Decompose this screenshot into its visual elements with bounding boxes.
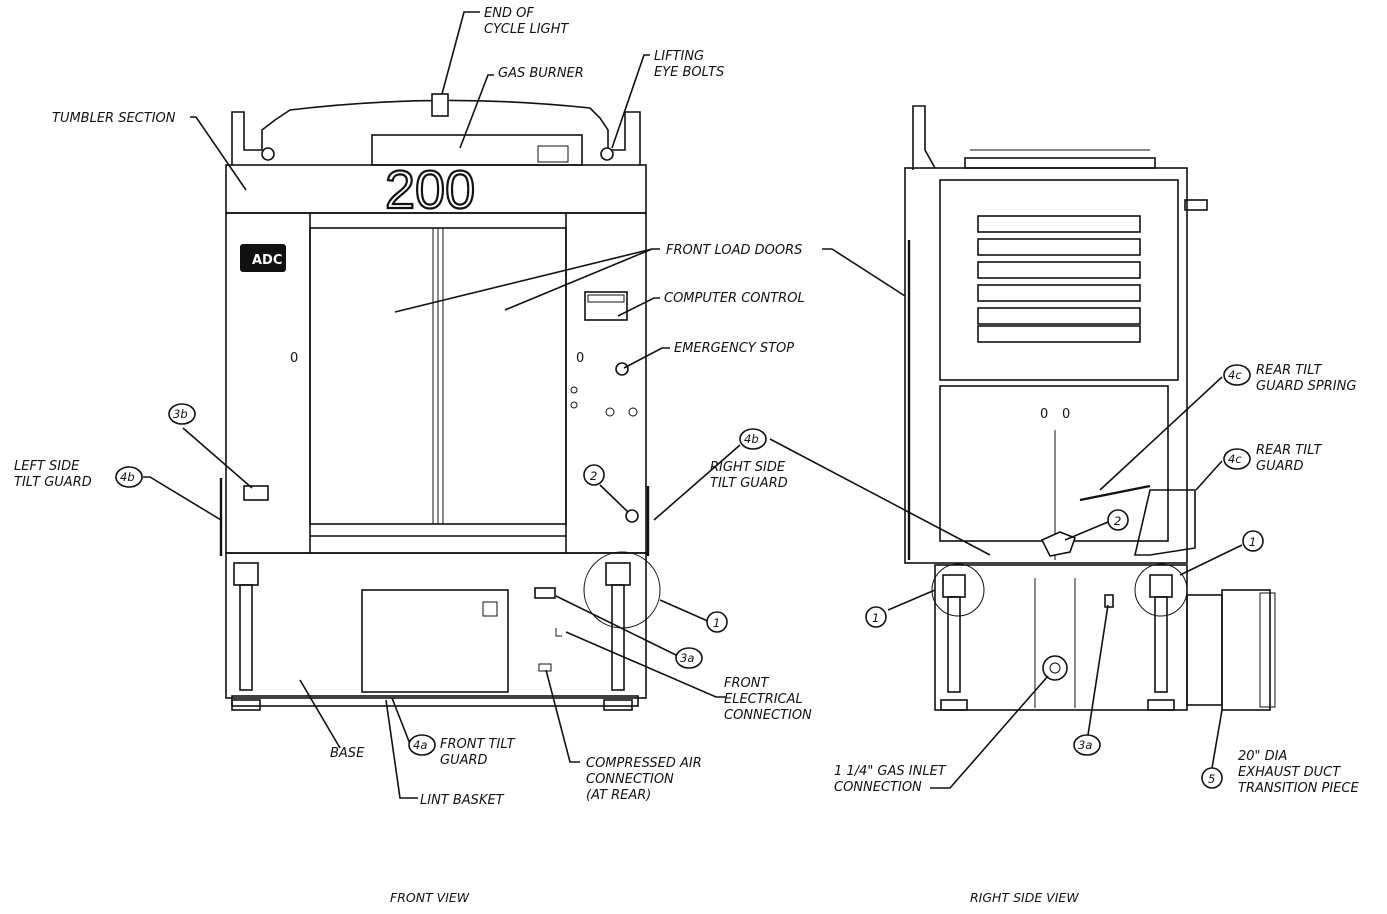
label-rear-spring-1: REAR TILT	[1256, 363, 1322, 378]
svg-text:2: 2	[590, 469, 597, 483]
label-right-tilt-1: RIGHT SIDE	[710, 460, 786, 475]
svg-text:3b: 3b	[173, 407, 188, 421]
label-rear-guard-2: GUARD	[1256, 459, 1304, 474]
svg-text:0: 0	[1062, 407, 1070, 422]
callout-2-front: 2	[583, 464, 605, 486]
label-lifting-2: EYE BOLTS	[654, 65, 724, 80]
lint-basket	[361, 589, 509, 693]
lifting-eye-bolt-left	[261, 147, 275, 161]
callout-bubbles: 3b 4b 2 4b 1 3a 4a 4c 4c 2 1 1 3a 5	[115, 364, 1264, 789]
leg-front-right	[603, 562, 633, 711]
svg-text:5: 5	[1208, 772, 1215, 786]
label-lint-basket: LINT BASKET	[420, 793, 505, 808]
label-right-tilt-2: TILT GUARD	[710, 476, 788, 491]
callout-1-side-right: 1	[1242, 530, 1264, 552]
label-gas-burner: GAS BURNER	[498, 66, 584, 81]
callout-5: 5	[1201, 767, 1223, 789]
side-body	[904, 167, 1188, 564]
svg-text:1: 1	[1249, 535, 1256, 549]
label-compressed-air-2: CONNECTION	[586, 772, 674, 787]
label-left-tilt-2: TILT GUARD	[14, 475, 92, 490]
callout-4b-right: 4b	[739, 428, 767, 450]
svg-text:4b: 4b	[744, 432, 759, 446]
callout-2-side: 2	[1107, 509, 1129, 531]
label-front-elec-2: ELECTRICAL	[724, 692, 803, 707]
model-number: 200	[385, 160, 475, 220]
label-end-of-cycle-2: CYCLE LIGHT	[484, 22, 569, 37]
label-base: BASE	[330, 746, 365, 761]
svg-text:4c: 4c	[1228, 368, 1242, 382]
svg-text:1: 1	[713, 616, 720, 630]
callout-3b: 3b	[168, 403, 196, 425]
label-front-view: FRONT VIEW	[390, 890, 470, 905]
label-exhaust-1: 20" DIA	[1238, 749, 1287, 764]
label-front-tilt-2: GUARD	[440, 753, 488, 768]
front-view-machine: 200 ADC 0 0	[219, 93, 661, 711]
side-view-machine: 0 0	[904, 105, 1276, 711]
front-body	[225, 212, 647, 554]
front-base	[225, 552, 647, 699]
end-of-cycle-light	[431, 93, 449, 117]
label-front-tilt-1: FRONT TILT	[440, 737, 516, 752]
svg-text:0: 0	[290, 351, 298, 366]
callout-1-front: 1	[706, 611, 728, 633]
label-computer-control: COMPUTER CONTROL	[664, 291, 805, 306]
exhaust-duct	[1186, 589, 1276, 711]
label-compressed-air-3: (AT REAR)	[586, 788, 651, 803]
svg-text:2: 2	[1114, 514, 1121, 528]
callout-4b-left: 4b	[115, 466, 143, 488]
rear-tilt-guard	[1133, 489, 1196, 556]
label-gas-inlet-1: 1 1/4" GAS INLET	[834, 764, 947, 779]
leg-side-left	[940, 574, 968, 711]
callout-3a-side: 3a	[1073, 734, 1101, 756]
svg-text:4c: 4c	[1228, 452, 1242, 466]
label-right-side-view: RIGHT SIDE VIEW	[970, 890, 1079, 905]
svg-text:1: 1	[872, 611, 879, 625]
callout-3a-front: 3a	[675, 647, 703, 669]
label-tumbler-section: TUMBLER SECTION	[52, 111, 176, 126]
gas-inlet	[1042, 655, 1068, 681]
side-base	[934, 564, 1188, 711]
side-lower-panel	[939, 385, 1169, 542]
label-rear-guard-1: REAR TILT	[1256, 443, 1322, 458]
text-labels: END OF CYCLE LIGHT GAS BURNER LIFTING EY…	[14, 6, 1360, 905]
svg-text:0: 0	[1040, 407, 1048, 422]
svg-text:3a: 3a	[680, 651, 694, 665]
lifting-eye-bolt-right	[600, 147, 614, 161]
label-rear-spring-2: GUARD SPRING	[1256, 379, 1356, 394]
label-front-elec-3: CONNECTION	[724, 708, 812, 723]
label-emergency-stop: EMERGENCY STOP	[674, 341, 794, 356]
svg-text:4a: 4a	[413, 738, 427, 752]
svg-text:ADC: ADC	[252, 253, 282, 268]
label-exhaust-2: EXHAUST DUCT	[1238, 765, 1341, 780]
callout-4c-guard: 4c	[1223, 448, 1251, 470]
rear-tilt-guard-spring	[1079, 484, 1151, 502]
label-left-tilt-1: LEFT SIDE	[14, 459, 80, 474]
svg-text:4b: 4b	[120, 470, 135, 484]
leg-front-left	[231, 562, 261, 711]
adc-logo: ADC	[240, 244, 286, 272]
callout-4a: 4a	[408, 734, 436, 756]
emergency-stop	[615, 362, 629, 376]
callout-4c-spring: 4c	[1223, 364, 1251, 386]
leader-lines	[143, 11, 1243, 799]
computer-control	[584, 291, 628, 321]
label-end-of-cycle-1: END OF	[484, 6, 534, 21]
label-front-load-doors: FRONT LOAD DOORS	[666, 243, 802, 258]
side-upper-panel	[939, 179, 1179, 381]
label-front-elec-1: FRONT	[724, 676, 769, 691]
label-lifting-1: LIFTING	[654, 49, 704, 64]
callout-1-side-left: 1	[865, 606, 887, 628]
label-exhaust-3: TRANSITION PIECE	[1238, 781, 1360, 796]
leg-side-right	[1147, 574, 1175, 711]
side-vent-louvers	[977, 215, 1141, 343]
label-compressed-air-1: COMPRESSED AIR	[586, 756, 702, 771]
svg-text:0: 0	[576, 351, 584, 366]
label-gas-inlet-2: CONNECTION	[834, 780, 922, 795]
svg-text:3a: 3a	[1078, 738, 1092, 752]
